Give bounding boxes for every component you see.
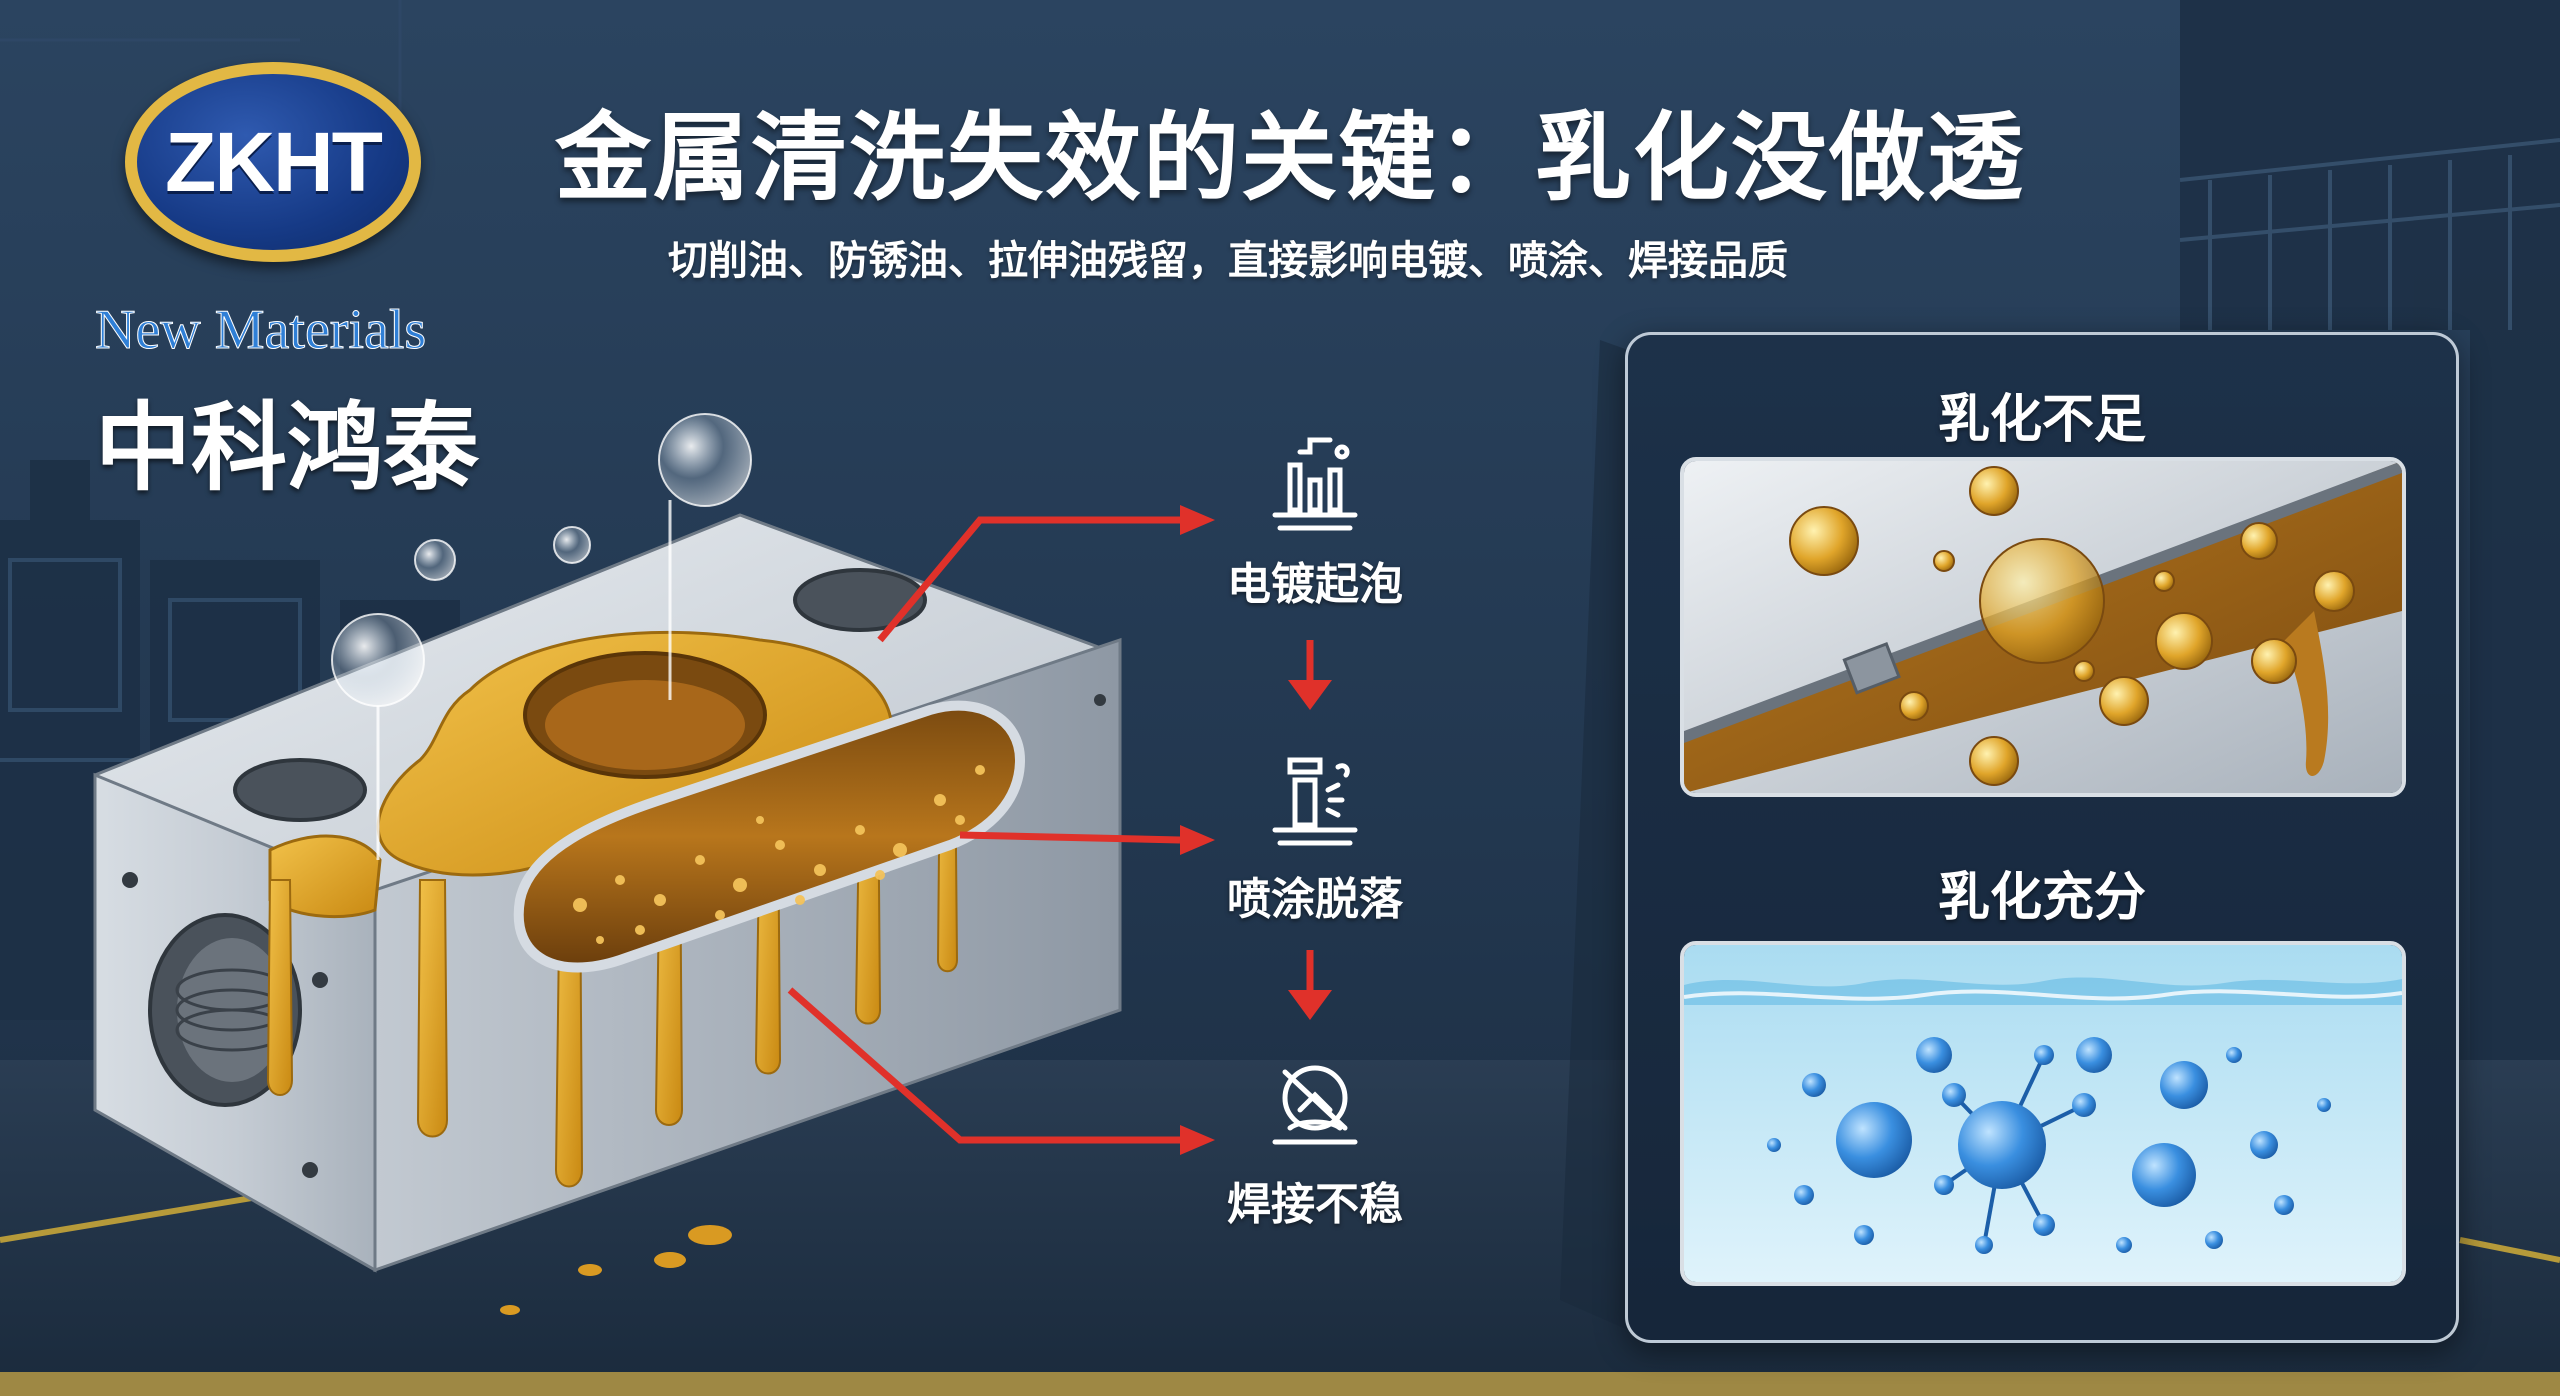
brand-english-name: New Materials: [95, 299, 427, 362]
emulsification-comparison-panel: 乳化不足: [1625, 332, 2459, 1343]
insufficient-emulsification-heading: 乳化不足: [1937, 390, 2146, 450]
step-label: 焊接不稳: [1227, 1179, 1403, 1230]
sufficient-emulsification-illustration: [1680, 941, 2406, 1286]
brand-chinese-name: 中科鸿泰: [95, 392, 479, 504]
logo-text: ZKHT: [165, 114, 383, 209]
page-subtitle: 切削油、防锈油、拉伸油残留，直接影响电镀、喷涂、焊接品质: [668, 238, 1788, 284]
step-plating-blistering: 电镀起泡: [1195, 430, 1435, 612]
plating-tank-icon: [1272, 437, 1358, 531]
insufficient-emulsification-illustration: [1680, 457, 2406, 797]
step-welding-unstable: 焊接不稳: [1195, 1050, 1435, 1232]
brand-logo-block: ZKHT New Materials 中科鸿泰: [85, 62, 479, 504]
step-coating-peeling: 喷涂脱落: [1195, 745, 1435, 927]
step-label: 电镀起泡: [1227, 559, 1403, 610]
step-label: 喷涂脱落: [1227, 874, 1403, 925]
welding-icon: [1272, 1065, 1358, 1145]
sufficient-emulsification-heading: 乳化充分: [1937, 868, 2146, 928]
page-title: 金属清洗失效的关键：乳化没做透: [555, 102, 2025, 214]
spray-booth-icon: [1272, 757, 1358, 846]
logo-badge: ZKHT: [125, 62, 421, 262]
